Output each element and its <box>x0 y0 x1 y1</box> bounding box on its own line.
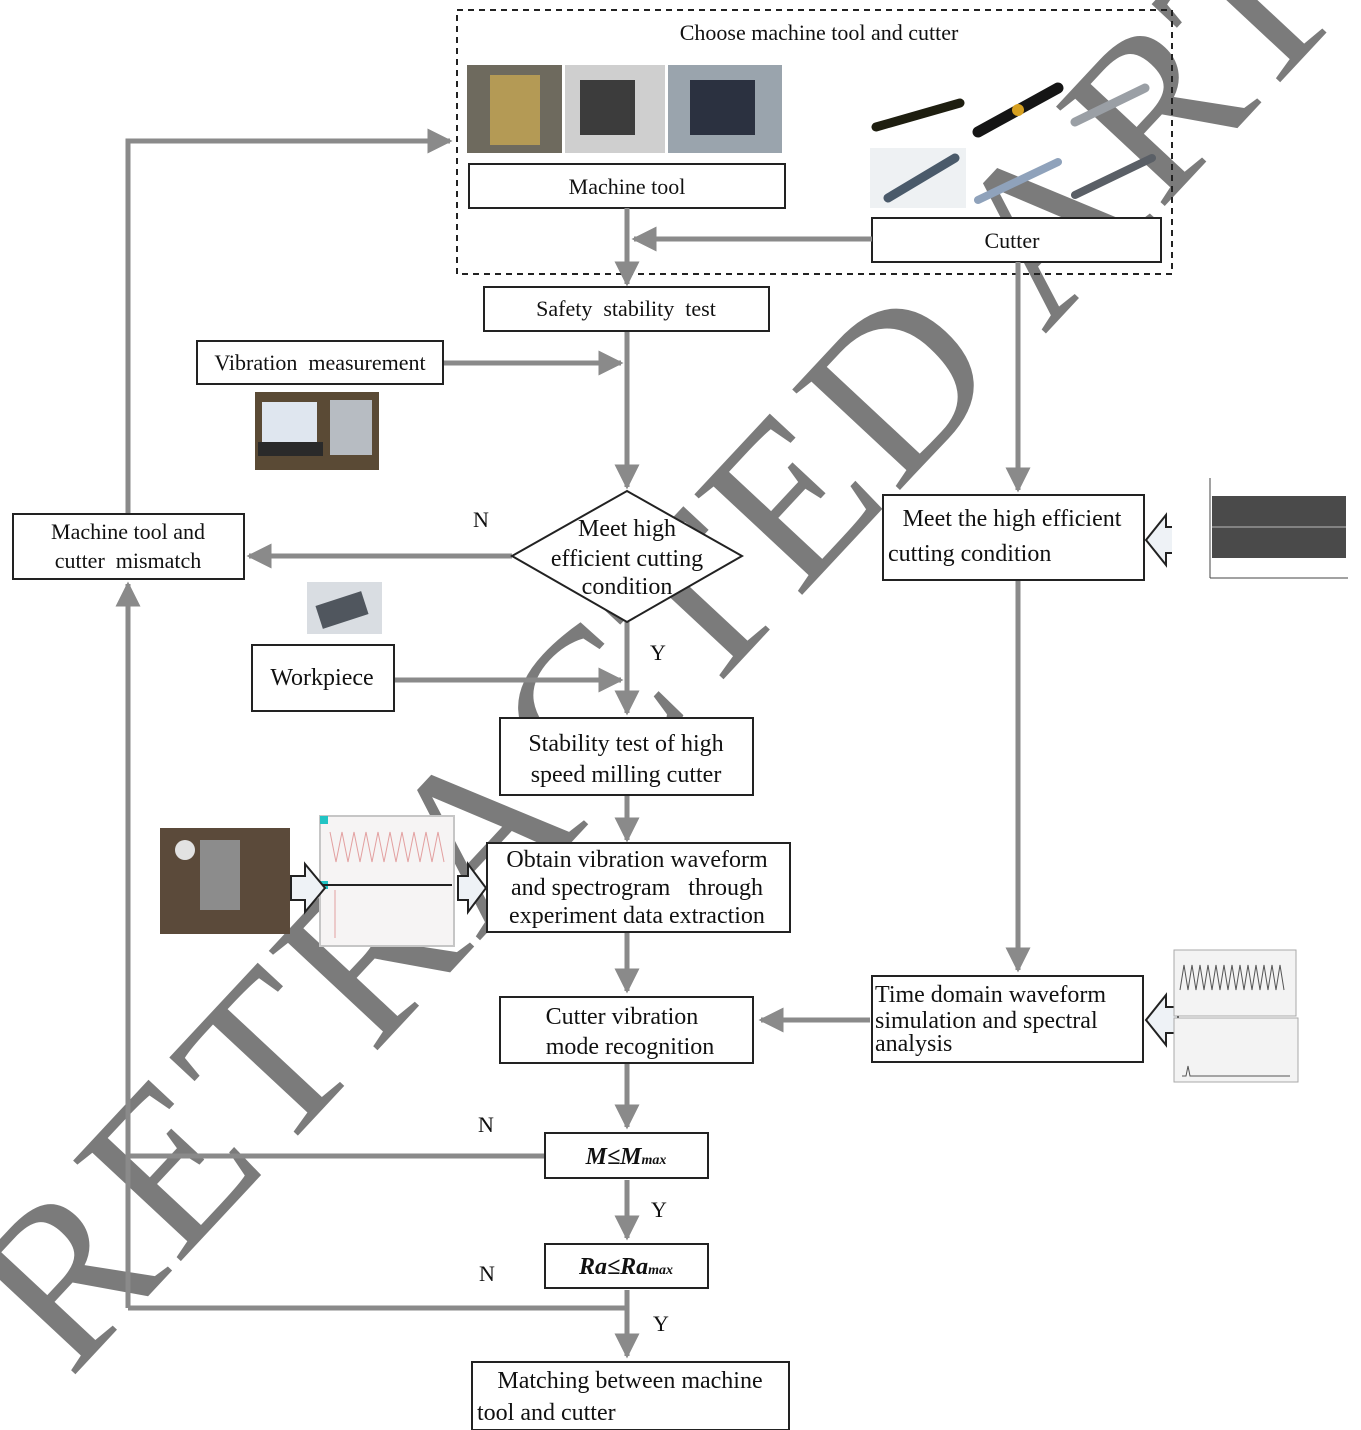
meet-high-label-line2: cutting condition <box>888 541 1051 567</box>
cutter-photo-1 <box>871 98 965 132</box>
time-signal-plot <box>1172 472 1350 590</box>
workpiece-label: Workpiece <box>270 665 373 691</box>
matching-label-line2: tool and cutter <box>477 1400 616 1426</box>
block-arrow-sim-to-time-domain <box>1144 992 1179 1048</box>
cutter-photo-6 <box>1071 154 1156 199</box>
recognition-box <box>499 996 754 1064</box>
obtain-label-line2: and spectrogram through <box>511 875 763 901</box>
workpiece-box <box>251 644 395 712</box>
matching-box <box>471 1361 790 1430</box>
cutter-box <box>871 217 1162 263</box>
sim-waveform-trace <box>1179 964 1285 991</box>
ra-check-label: Ra≤Ramax <box>578 1254 673 1280</box>
experiment-photos <box>160 815 455 947</box>
stability-label-line1: Stability test of high <box>528 731 723 757</box>
ra-check-box <box>544 1243 709 1289</box>
obtain-label-line3: experiment data extraction <box>509 903 765 929</box>
vibration-measurement-box <box>196 340 444 385</box>
sim-spectrum-plot <box>1173 1017 1299 1083</box>
sim-spectrum-trace <box>1182 1065 1290 1077</box>
decision-label-line1: Meet high <box>578 516 676 542</box>
block-arrow-photo-to-screen <box>290 861 327 915</box>
safety-test-box <box>483 286 770 332</box>
simulation-plots <box>1173 949 1299 1083</box>
time-domain-label-line1: Time domain waveform <box>875 982 1106 1008</box>
machine-photo-3-detail <box>690 80 755 135</box>
machine-tool-label: Machine tool <box>569 174 686 199</box>
ra-yes-label: Y <box>653 1311 669 1336</box>
sensor-device <box>315 591 369 629</box>
top-panel-title: Choose machine tool and cutter <box>680 20 959 45</box>
m-yes-label: Y <box>651 1197 667 1222</box>
waveform-marker-top <box>320 816 328 824</box>
ra-no-label: N <box>479 1261 495 1286</box>
machine-photo-2-detail <box>580 80 635 135</box>
stability-test-box <box>499 717 754 796</box>
m-check-base: M≤M <box>585 1144 644 1170</box>
decision-diamond <box>509 489 745 624</box>
recognition-label-line1: Cutter vibration <box>546 1004 699 1030</box>
cutter-photo-2-band <box>1012 104 1024 116</box>
obtain-waveform-box <box>486 842 791 933</box>
waveform-screen <box>319 815 455 947</box>
spindle-detail <box>200 840 240 910</box>
cutter-label: Cutter <box>985 228 1041 253</box>
ra-check-sub: max <box>648 1263 673 1278</box>
machine-tool-photos <box>467 65 782 153</box>
meet-high-label-line1: Meet the high efficient <box>903 506 1122 532</box>
decision-label-line2: efficient cutting <box>551 546 703 572</box>
laptop-base <box>258 442 323 456</box>
recognition-label-line2: mode recognition <box>546 1034 715 1060</box>
decision-yes-label: Y <box>650 640 666 665</box>
sensor-photo <box>307 582 382 634</box>
matching-label-line1: Matching between machine <box>497 1368 762 1394</box>
vibration-measurement-label: Vibration measurement <box>214 350 425 375</box>
m-check-label: M≤Mmax <box>585 1144 667 1170</box>
dial-gauge <box>175 840 195 860</box>
meet-high-box <box>882 494 1145 581</box>
m-no-label: N <box>478 1112 494 1137</box>
arrow-mismatch-to-top <box>125 128 453 514</box>
measurement-equipment-photo <box>255 392 379 470</box>
waveform-trace <box>329 831 445 863</box>
machine-photo-1-detail <box>490 75 540 145</box>
top-panel-frame <box>456 9 1173 275</box>
cutter-photo-5 <box>974 158 1062 204</box>
laptop-screen <box>262 402 317 442</box>
obtain-label-line1: Obtain vibration waveform <box>506 847 768 873</box>
time-domain-box <box>871 975 1144 1063</box>
m-check-box <box>544 1132 709 1179</box>
ra-check-base: Ra≤Ra <box>578 1254 648 1280</box>
instrument-box <box>330 400 372 455</box>
block-arrow-screen-to-obtain <box>457 861 488 915</box>
mismatch-box <box>12 513 245 580</box>
decision-label-line3: condition <box>582 574 673 600</box>
mismatch-label-line2: cutter mismatch <box>55 548 202 573</box>
cutter-photo-4 <box>883 153 960 203</box>
cutter-photo-3 <box>1070 83 1150 127</box>
safety-test-label: Safety stability test <box>536 296 716 321</box>
time-domain-label-line2: simulation and spectral <box>875 1008 1098 1034</box>
mismatch-label-line1: Machine tool and <box>51 519 205 544</box>
time-domain-label-line3: analysis <box>875 1031 952 1057</box>
cutter-photos <box>870 82 1156 208</box>
m-check-sub: max <box>641 1153 666 1168</box>
machine-tool-box <box>468 163 786 209</box>
stability-label-line2: speed milling cutter <box>531 762 722 788</box>
flow-lines <box>115 128 1031 1359</box>
decision-no-label: N <box>473 507 489 532</box>
